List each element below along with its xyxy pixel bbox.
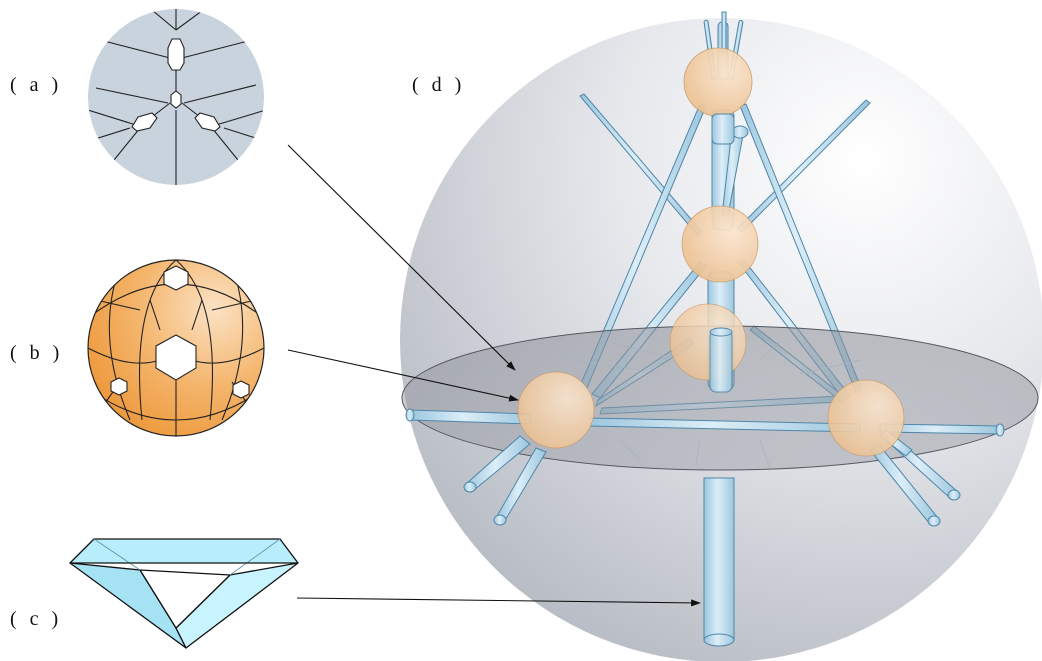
panel-d-network (400, 11, 1042, 661)
label-b: ( b ) (10, 342, 64, 364)
node-top (683, 47, 753, 117)
panel-c-prism (69, 538, 299, 649)
arrows (287, 144, 701, 607)
arrow-a-to-d (287, 144, 516, 371)
rods-lower (405, 408, 1005, 647)
node-lower (669, 303, 747, 381)
prism-inner-hole (139, 569, 231, 629)
junction-center (170, 90, 182, 109)
panel-a-slice (88, 9, 264, 185)
arrow-c-to-d (296, 597, 701, 607)
grain-junction-left (110, 377, 128, 396)
slice-junctions (131, 38, 221, 132)
grain-junction-center (155, 334, 197, 381)
plane-ticks (479, 341, 861, 469)
node-right (827, 379, 905, 457)
label-a: ( a ) (10, 74, 63, 96)
grain-junction-top (163, 265, 189, 291)
grain-junction-right (232, 380, 250, 399)
bottom-rod (703, 477, 735, 641)
grain-triple-junctions (110, 265, 250, 399)
node-middle (681, 205, 759, 283)
junction-right (194, 112, 221, 132)
node-left (517, 371, 595, 449)
panel-b-grain (87, 259, 265, 437)
junction-top (167, 38, 185, 71)
label-d: ( d ) (412, 74, 466, 96)
arrow-b-to-d (287, 349, 519, 402)
junction-left (131, 112, 158, 132)
label-c: ( c ) (10, 608, 63, 630)
